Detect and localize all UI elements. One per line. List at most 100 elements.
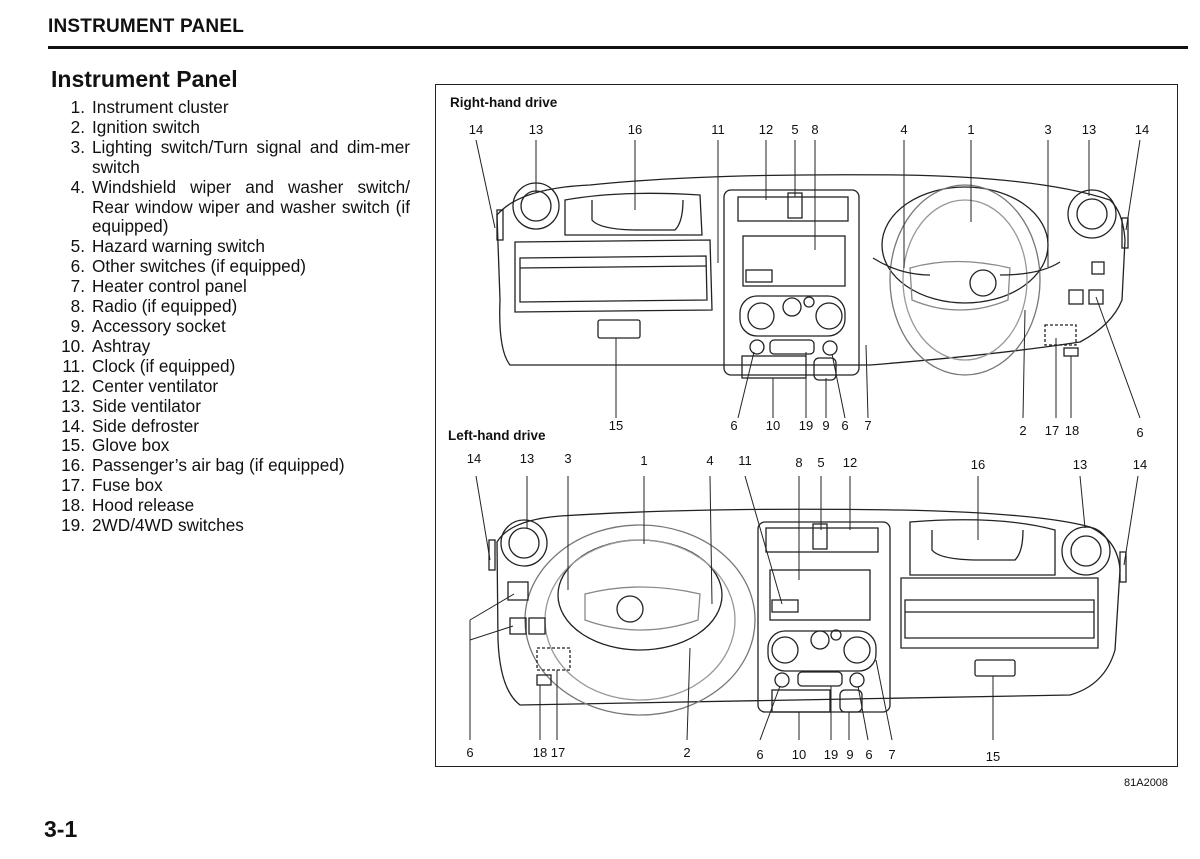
callout-labels: 14 13 16 11 12 5 8 4 1 3 13 14 15 6 10 1… — [466, 122, 1149, 764]
item-number: 13. — [61, 395, 85, 416]
rhd-caption: Right-hand drive — [450, 95, 558, 110]
item-text: 2WD/4WD switches — [92, 515, 244, 536]
leader-lines — [469, 139, 1141, 741]
callout-label: 13 — [1073, 457, 1087, 472]
callout-label: 16 — [971, 457, 985, 472]
list-item: 2. Ignition switch — [54, 116, 410, 138]
list-item: 18. Hood release — [54, 495, 410, 516]
rhd-dashboard-drawing — [496, 174, 1129, 381]
callout-label: 1 — [640, 453, 647, 468]
item-text: Heater control panel — [92, 276, 247, 297]
callout-label: 6 — [1136, 425, 1143, 440]
item-number: 9. — [70, 315, 85, 336]
callout-label: 18 — [1065, 423, 1079, 438]
item-text: Lighting switch/Turn signal and dim-mer … — [92, 136, 410, 177]
callout-label: 7 — [864, 418, 871, 433]
list-item: 8. Radio (if equipped) — [54, 296, 410, 317]
callout-label: 6 — [841, 418, 848, 433]
callout-label: 14 — [469, 122, 483, 137]
callout-label: 17 — [1045, 423, 1059, 438]
item-number: 1. — [70, 97, 85, 117]
callout-label: 16 — [628, 122, 642, 137]
figure-code: 81A2008 — [1124, 777, 1169, 789]
item-number: 14. — [61, 415, 85, 436]
section-title: Instrument Panel — [51, 66, 238, 92]
callout-label: 6 — [865, 747, 872, 762]
list-item: 9. Accessory socket — [54, 315, 410, 337]
list-item: 6. Other switches (if equipped) — [54, 256, 410, 277]
item-text: Hood release — [92, 495, 195, 516]
callout-label: 18 — [533, 745, 547, 760]
lhd-caption: Left-hand drive — [448, 428, 546, 443]
callout-label: 19 — [824, 747, 838, 762]
callout-label: 11 — [738, 453, 752, 468]
page-header-title: INSTRUMENT PANEL — [48, 16, 245, 37]
item-text: Accessory socket — [92, 315, 226, 336]
list-item: 12.Center ventilator — [54, 375, 410, 397]
item-text: Hazard warning switch — [92, 236, 265, 257]
item-number: 3. — [70, 136, 85, 157]
item-number: 4. — [70, 176, 85, 197]
item-number: 16. — [61, 455, 85, 476]
item-number: 12. — [61, 375, 85, 396]
list-item: 15. Glove box — [54, 436, 410, 456]
item-number: 15. — [61, 435, 85, 456]
callout-label: 3 — [564, 451, 571, 466]
callout-label: 4 — [706, 453, 713, 468]
callout-label: 10 — [792, 747, 806, 762]
item-number: 8. — [70, 296, 85, 317]
item-number: 6. — [70, 256, 85, 277]
callout-label: 13 — [520, 451, 534, 466]
page-number: 3-1 — [44, 816, 78, 842]
item-number: 10. — [61, 335, 85, 356]
callout-label: 14 — [1135, 122, 1149, 137]
callout-label: 8 — [811, 122, 818, 137]
item-text: Other switches (if equipped) — [92, 256, 306, 277]
callout-label: 14 — [1133, 457, 1147, 472]
list-item: 11. Clock (if equipped) — [54, 355, 410, 377]
item-text: Ignition switch — [92, 116, 200, 137]
component-list: 1.Instrument cluster 2. Ignition switch 3… — [54, 97, 410, 536]
item-number: 17. — [61, 475, 85, 496]
item-number: 11. — [62, 355, 85, 376]
callout-label: 1 — [967, 122, 974, 137]
item-text: Fuse box — [92, 475, 163, 496]
item-text: Clock (if equipped) — [92, 355, 236, 376]
item-number: 5. — [70, 236, 85, 257]
list-item: 13. Side ventilator — [54, 395, 410, 417]
list-item: 14. Side defroster — [54, 415, 410, 437]
item-text: Glove box — [92, 435, 170, 456]
item-number: 2. — [70, 116, 85, 137]
list-item: 7.Heater control panel — [54, 276, 410, 297]
lhd-dashboard-drawing — [488, 508, 1127, 716]
callout-label: 6 — [730, 418, 737, 433]
callout-label: 7 — [888, 747, 895, 762]
callout-label: 5 — [791, 122, 798, 137]
list-item: 19. 2WD/4WD switches — [54, 515, 410, 536]
item-text: Ashtray — [92, 335, 151, 356]
callout-label: 4 — [900, 122, 907, 137]
callout-label: 13 — [1082, 122, 1096, 137]
item-number: 18. — [61, 495, 85, 516]
list-item: 5. Hazard warning switch — [54, 236, 410, 257]
item-text: Passenger’s air bag (if equipped) — [92, 455, 345, 476]
callout-label: 15 — [609, 418, 623, 433]
list-item: 1.Instrument cluster — [54, 97, 410, 118]
item-text: Side defroster — [92, 415, 200, 436]
callout-label: 2 — [683, 745, 690, 760]
list-item: 3. Lighting switch/Turn signal and dim-me… — [54, 136, 410, 178]
item-text: Side ventilator — [92, 395, 201, 416]
header-rule — [48, 46, 1188, 49]
item-number: 19. — [61, 515, 85, 536]
callout-label: 9 — [822, 418, 829, 433]
callout-label: 13 — [529, 122, 543, 137]
callout-label: 9 — [846, 747, 853, 762]
figure-frame — [435, 84, 1178, 767]
list-item: 17. Fuse box — [54, 475, 410, 496]
item-text: Radio (if equipped) — [92, 296, 238, 317]
callout-label: 5 — [817, 455, 824, 470]
callout-label: 12 — [843, 455, 857, 470]
callout-label: 3 — [1044, 122, 1051, 137]
callout-label: 8 — [795, 455, 802, 470]
